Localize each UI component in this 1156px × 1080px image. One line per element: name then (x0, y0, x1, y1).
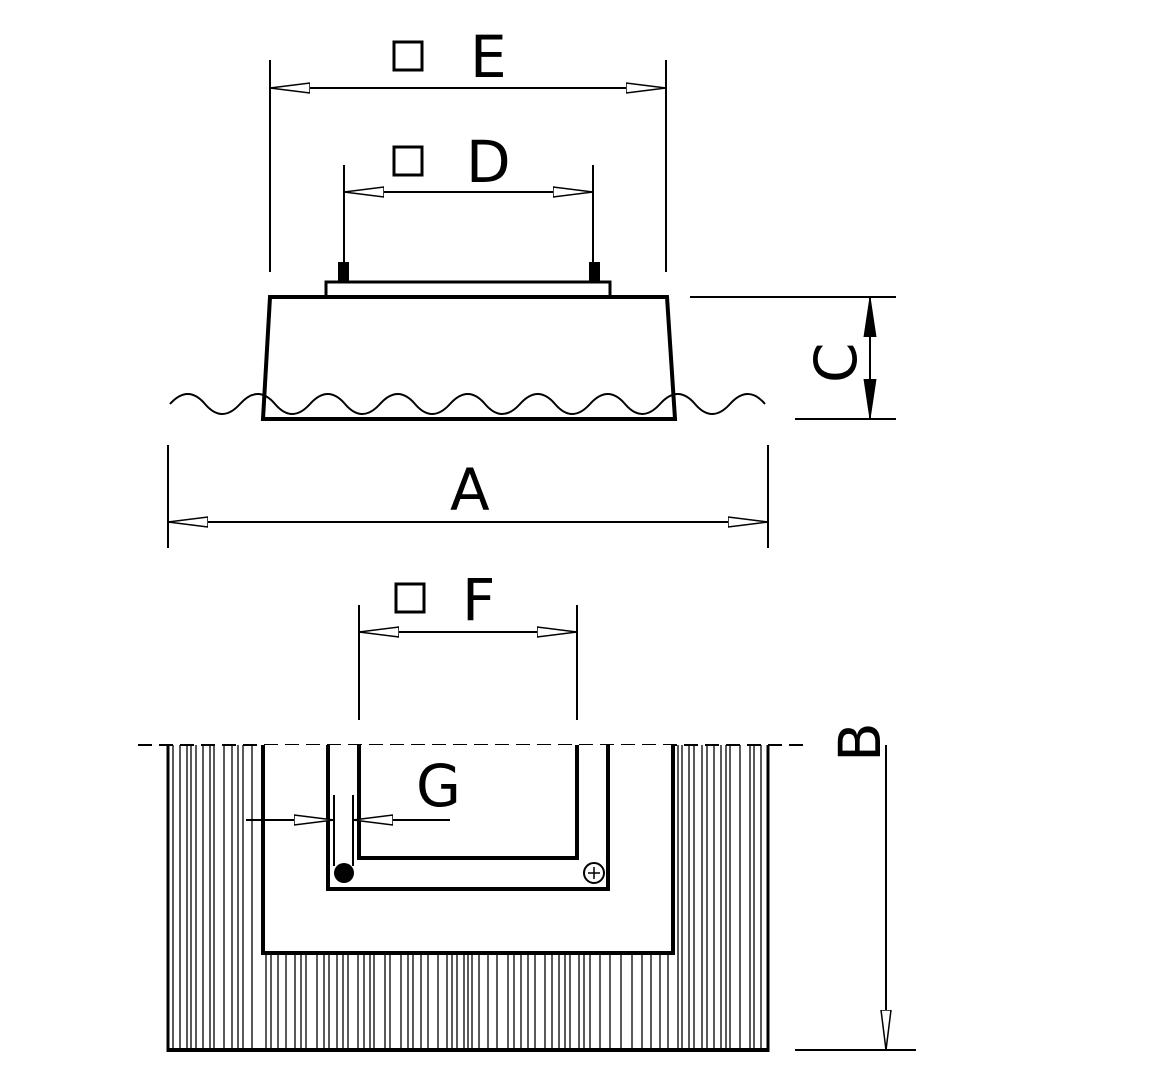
square-symbol-e (392, 40, 424, 72)
dimension-f: F (358, 566, 578, 720)
dimension-g: G (246, 752, 461, 820)
hatching (172, 745, 762, 1050)
square-symbol-d (392, 145, 424, 177)
label-e-letter: E (470, 23, 507, 91)
dimension-d: D (343, 128, 594, 306)
foundation-recess (261, 745, 675, 955)
bolt-left (334, 863, 354, 883)
square-symbol-f (394, 582, 426, 614)
label-c-letter: C (802, 343, 870, 384)
soil-outline (166, 745, 770, 1052)
base-block (260, 262, 678, 421)
label-b-letter: B (826, 722, 894, 762)
label-d-letter: D (466, 128, 511, 196)
dimension-e: E (269, 23, 667, 272)
label-g-letter: G (416, 752, 461, 820)
dimension-c: C (690, 296, 896, 420)
dimension-a: A (167, 445, 769, 548)
ground-wave (169, 393, 766, 415)
label-a-letter: A (450, 456, 490, 524)
label-f-letter: F (462, 566, 495, 634)
dimension-b: B (795, 722, 916, 1051)
